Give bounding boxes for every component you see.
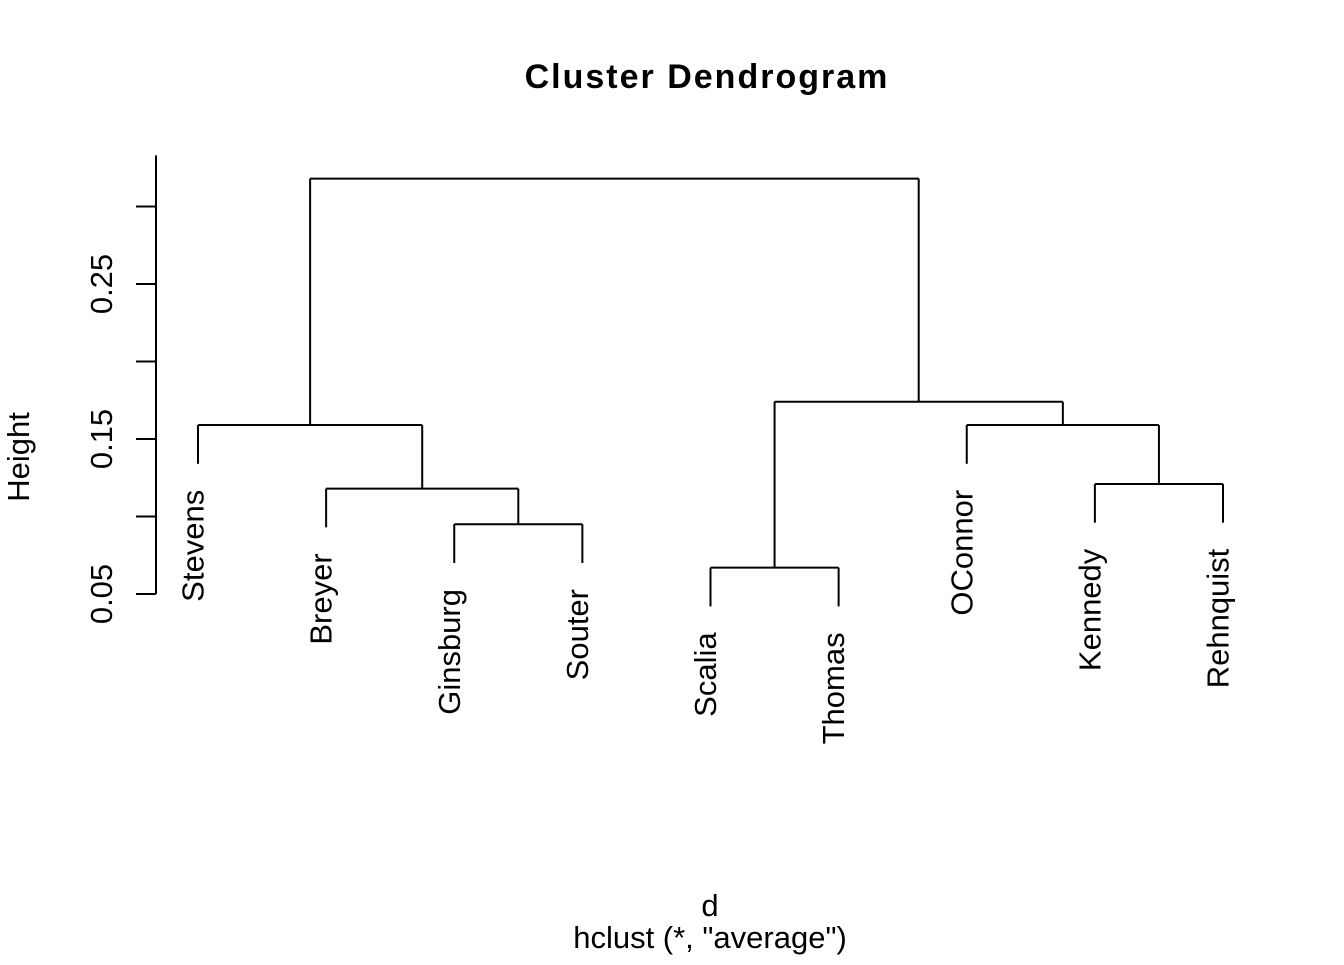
leaf-label-breyer: Breyer [304,553,339,644]
hclust-method-caption: hclust (*, "average") [573,920,847,955]
x-axis-title: d [701,888,718,923]
leaf-label-ginsburg: Ginsburg [432,589,467,715]
y-axis: 0.05 0.15 0.25 [84,155,157,624]
y-axis-tick-label: 0.15 [84,409,119,469]
leaf-label-oconnor: OConnor [944,490,979,616]
leaf-label-rehnquist: Rehnquist [1201,548,1236,688]
y-axis-tick-label: 0.25 [84,254,119,314]
leaf-label-kennedy: Kennedy [1072,548,1107,671]
y-axis-title: Height [1,412,36,502]
leaf-label-thomas: Thomas [816,632,851,744]
leaf-label-stevens: Stevens [176,490,211,602]
y-axis-tick-label: 0.05 [84,564,119,624]
leaf-label-souter: Souter [560,589,595,680]
leaf-label-scalia: Scalia [688,632,723,717]
plot-title: Cluster Dendrogram [525,58,890,96]
